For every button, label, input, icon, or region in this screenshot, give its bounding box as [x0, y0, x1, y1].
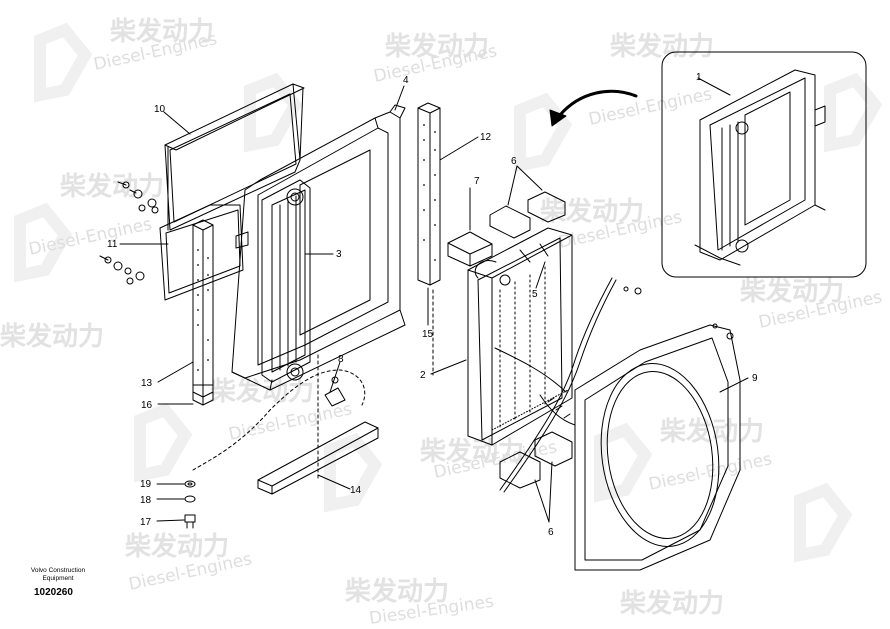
watermark-cn-8: 柴发动力 [209, 376, 314, 407]
part-7-bracket [447, 231, 493, 267]
watermark-cn-4: 柴发动力 [59, 171, 164, 202]
manufacturer-line-2: Equipment [42, 575, 74, 582]
manufacturer-line-1: Volvo Construction [30, 567, 86, 574]
part-15-vertical-bracket [417, 102, 441, 286]
callout-6-lower: 6 [548, 527, 554, 538]
fastener-17-bolt [184, 514, 196, 529]
watermark-en-4: Diesel-Engines [27, 214, 154, 260]
watermark-cn-2: 柴发动力 [384, 31, 489, 62]
callout-15: 15 [422, 329, 434, 340]
document-number: 1020260 [34, 587, 73, 598]
callout-5: 5 [532, 289, 538, 300]
inset-arrow [558, 89, 638, 117]
inset-arrowhead [549, 109, 567, 127]
watermark-cn-5: 柴发动力 [539, 196, 644, 227]
callout-9: 9 [752, 373, 758, 384]
watermark-cn-13: 柴发动力 [619, 588, 724, 619]
watermark-logo-icon [14, 22, 883, 563]
manufacturer-label: Volvo Construction Equipment [20, 567, 96, 583]
callout-11: 11 [107, 239, 118, 250]
callout-1: 1 [696, 72, 702, 83]
callout-3: 3 [336, 249, 342, 260]
part-11-gasket [159, 204, 244, 301]
part-3-oil-cooler [261, 179, 311, 383]
dashed-route-left [192, 369, 366, 471]
callout-14: 14 [350, 485, 362, 496]
callout-2: 2 [420, 370, 426, 381]
callout-10: 10 [154, 104, 166, 115]
callout-labels: 1 2 3 4 5 6 6 7 8 9 10 11 12 13 14 15 16… [107, 72, 758, 538]
part-6-upper-mounts [489, 191, 566, 239]
callout-7: 7 [474, 176, 480, 187]
footer-block: Volvo Construction Equipment 1020260 [20, 567, 96, 598]
fastener-19-washer [184, 480, 196, 488]
watermark-cn-3: 柴发动力 [609, 31, 714, 62]
bolt-group-upper [117, 181, 159, 214]
callout-17: 17 [140, 517, 152, 528]
part-2-radiator [467, 227, 573, 446]
hose-assembly [494, 277, 617, 493]
watermark-cn-6: 柴发动力 [739, 276, 844, 307]
fastener-18-washer [184, 495, 196, 503]
part-14-lower-bar [257, 421, 379, 495]
watermark-layer: 柴发动力 Diesel-Engines 柴发动力 Diesel-Engines … [0, 16, 884, 629]
callout-13: 13 [141, 378, 153, 389]
bolt-group-lower [99, 255, 145, 285]
watermark-en-10: Diesel-Engines [647, 449, 774, 495]
watermark-cn-11: 柴发动力 [124, 531, 229, 562]
inset-assembly-view [661, 51, 867, 278]
watermark-cn-1: 柴发动力 [109, 16, 214, 47]
drawing-layer [99, 51, 867, 571]
watermark-cn-9: 柴发动力 [419, 436, 524, 467]
leader-lines [119, 77, 749, 523]
part-9-fan-shroud [574, 286, 741, 571]
callout-4: 4 [403, 75, 409, 86]
part-13-vertical-bracket [192, 219, 214, 406]
callout-8: 8 [338, 354, 344, 365]
callout-16: 16 [141, 400, 153, 411]
watermark-cn-7: 柴发动力 [0, 321, 104, 352]
watermark-cn-12: 柴发动力 [344, 576, 449, 607]
part-10-gasket [164, 83, 305, 231]
callout-12: 12 [480, 132, 492, 143]
callout-18: 18 [140, 495, 152, 506]
part-4-shroud-frame [231, 104, 406, 391]
callout-6-upper: 6 [511, 156, 517, 167]
callout-19: 19 [140, 479, 152, 490]
part-6-lower-mounts [499, 431, 573, 489]
